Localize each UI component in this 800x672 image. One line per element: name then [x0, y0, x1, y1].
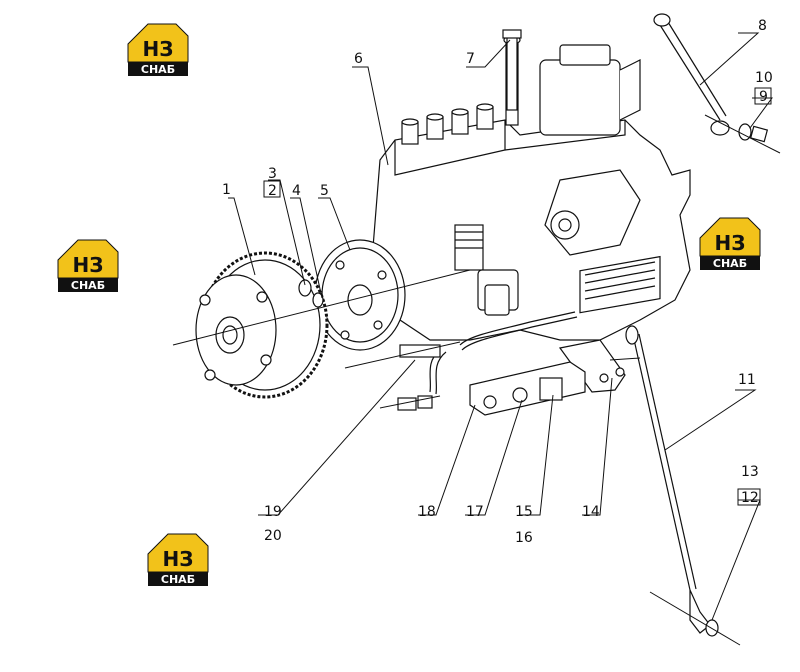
callout-12: 12 — [741, 490, 759, 506]
leader-lines — [228, 32, 773, 621]
gear-spacer-ring — [298, 279, 324, 308]
delivery-valve-holders — [401, 103, 494, 145]
logo-band-text: СНАБ — [713, 257, 747, 270]
drive-gear — [195, 251, 329, 399]
logo-bottom-left: НЗ СНАБ — [147, 533, 209, 587]
callout-19: 19 — [264, 504, 282, 520]
throttle-rod — [653, 13, 769, 143]
callout-15: 15 — [515, 504, 533, 520]
callout-16: 16 — [515, 530, 533, 546]
logo-mark-text: НЗ — [163, 547, 194, 571]
logo-mark-text: НЗ — [715, 231, 746, 255]
callout-1: 1 — [222, 182, 231, 198]
callout-20: 20 — [264, 528, 282, 544]
pipe-axis-upper — [344, 341, 461, 369]
callout-5: 5 — [320, 183, 329, 199]
logo-band-text: СНАБ — [71, 279, 105, 292]
callout-10: 10 — [755, 70, 773, 86]
shaft-axis — [172, 269, 471, 346]
mounting-plate — [469, 361, 586, 416]
pipe-axis-lower — [379, 395, 441, 409]
callout-8: 8 — [758, 18, 767, 34]
callout-frames — [263, 87, 772, 506]
injection-pump-body — [371, 35, 691, 341]
callout-11: 11 — [738, 372, 756, 388]
logo-mid-right: НЗ СНАБ — [699, 217, 761, 271]
callout-2: 2 — [268, 183, 277, 199]
callout-4: 4 — [292, 183, 301, 199]
coupling-hub — [314, 239, 406, 351]
callout-3: 3 — [268, 166, 277, 182]
rod-lower-axis — [649, 591, 741, 646]
control-rod — [625, 325, 719, 637]
logo-top-left: НЗ СНАБ — [127, 23, 189, 77]
callout-17: 17 — [466, 504, 484, 520]
logo-mark-text: НЗ — [73, 253, 104, 277]
logo-mark-text: НЗ — [143, 37, 174, 61]
callout-6: 6 — [354, 51, 363, 67]
logo-band-text: СНАБ — [161, 573, 195, 586]
callout-9: 9 — [759, 89, 768, 105]
logo-band-text: СНАБ — [141, 63, 175, 76]
rod-upper-axis — [609, 357, 641, 361]
bracket — [558, 339, 626, 393]
callout-13: 13 — [741, 464, 759, 480]
logo-mid-left: НЗ СНАБ — [57, 239, 119, 293]
fuel-cooler — [579, 255, 661, 314]
callout-18: 18 — [418, 504, 436, 520]
callout-7: 7 — [466, 51, 475, 67]
rod-axis — [704, 114, 781, 154]
bolt — [502, 29, 522, 111]
callout-14: 14 — [582, 504, 600, 520]
